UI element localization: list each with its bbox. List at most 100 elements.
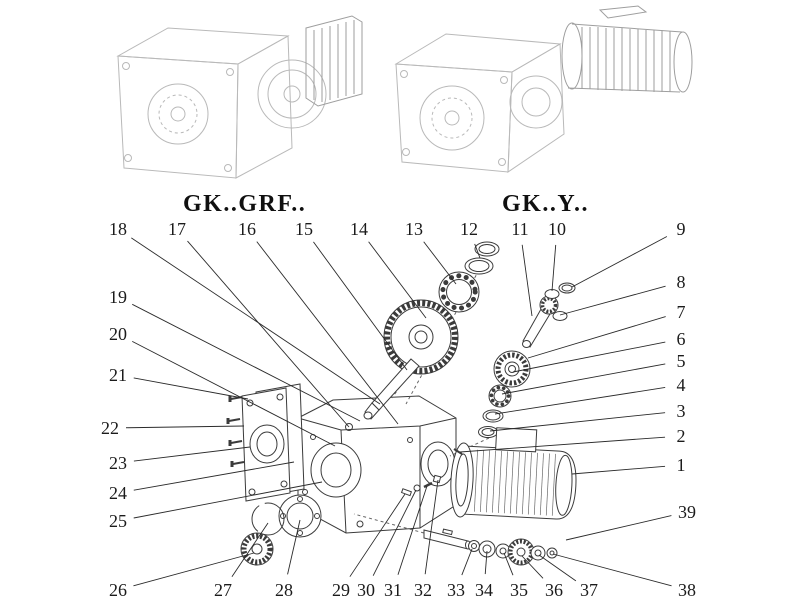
part-number-6: 6 xyxy=(677,329,686,349)
part-number-26: 26 xyxy=(109,580,127,600)
leader-line-13 xyxy=(423,241,457,285)
part-number-28: 28 xyxy=(275,580,293,600)
leader-line-21 xyxy=(133,377,249,400)
bolt-hole-icon xyxy=(400,70,408,78)
fasteners-and-keys xyxy=(400,474,442,497)
part-number-3: 3 xyxy=(677,401,686,421)
leader-line-38 xyxy=(552,553,672,587)
part-number-1: 1 xyxy=(677,455,686,475)
part-number-7: 7 xyxy=(677,302,686,322)
spacer-and-seal xyxy=(478,409,504,438)
leader-line-32 xyxy=(424,479,439,575)
part-number-27: 27 xyxy=(214,580,232,600)
model-title-y: GK..Y.. xyxy=(502,191,589,217)
leader-line-14 xyxy=(368,241,427,319)
leader-line-2 xyxy=(459,436,666,453)
bolt-hole-icon xyxy=(226,68,234,76)
leader-line-20 xyxy=(132,340,336,447)
bolt-hole-icon xyxy=(122,62,130,70)
part-number-13: 13 xyxy=(405,219,423,239)
leader-line-6 xyxy=(512,341,666,373)
part-number-19: 19 xyxy=(109,287,127,307)
leader-line-8 xyxy=(559,285,666,316)
gearbox-drawing-grf xyxy=(116,15,363,179)
exploded-view xyxy=(226,241,577,566)
bolt-hole-icon xyxy=(124,154,132,162)
helical-gear-large xyxy=(383,299,459,375)
kit-bearing xyxy=(478,540,496,558)
mounting-flange-group xyxy=(241,383,305,502)
output-cover xyxy=(278,494,322,538)
motor-sketch xyxy=(561,5,693,93)
part-number-25: 25 xyxy=(109,511,127,531)
part-number-15: 15 xyxy=(295,219,313,239)
part-number-11: 11 xyxy=(511,219,528,239)
bearing-small xyxy=(488,384,512,408)
part-number-37: 37 xyxy=(580,580,598,600)
leader-line-11 xyxy=(521,244,533,317)
part-number-9: 9 xyxy=(677,219,686,239)
terminal-box-sketch xyxy=(598,5,648,19)
bolt-hole-icon xyxy=(402,148,410,156)
part-number-38: 38 xyxy=(678,580,696,600)
seal-rings-top xyxy=(464,241,500,275)
gearbox-drawing-y xyxy=(394,5,693,173)
part-number-17: 17 xyxy=(168,219,186,239)
retaining-ring xyxy=(251,502,285,536)
input-pinion-shaft xyxy=(522,295,559,348)
key-icon xyxy=(400,488,413,497)
part-number-16: 16 xyxy=(238,219,256,239)
leader-line-17 xyxy=(187,240,350,428)
part-number-22: 22 xyxy=(101,418,119,438)
leader-line-23 xyxy=(133,446,251,462)
leader-line-34 xyxy=(484,550,488,575)
part-number-2: 2 xyxy=(677,426,686,446)
input-adapter-sketch xyxy=(305,15,363,107)
leader-line-18 xyxy=(131,237,381,405)
flange-bolts xyxy=(226,396,245,467)
part-number-29: 29 xyxy=(332,580,350,600)
part-number-24: 24 xyxy=(109,483,127,503)
leader-line-1 xyxy=(571,465,666,475)
leader-line-7 xyxy=(527,316,666,359)
part-number-14: 14 xyxy=(350,219,368,239)
part-number-20: 20 xyxy=(109,324,127,344)
motor-terminal-box xyxy=(495,427,538,453)
leader-line-31 xyxy=(397,485,428,575)
leader-line-37 xyxy=(538,554,577,582)
part-number-36: 36 xyxy=(545,580,563,600)
leader-line-5 xyxy=(501,363,666,395)
breather-plug-icon xyxy=(345,423,353,431)
leader-line-9 xyxy=(571,236,668,288)
leader-line-4 xyxy=(494,387,666,415)
motor-bolt-icon xyxy=(453,448,463,455)
part-number-33: 33 xyxy=(447,580,465,600)
leader-line-39 xyxy=(565,515,672,541)
part-number-10: 10 xyxy=(548,219,566,239)
output-shaft-kit xyxy=(423,528,558,566)
drain-plug-icon xyxy=(356,520,364,528)
leader-line-28 xyxy=(287,519,301,575)
bolt-hole-icon xyxy=(224,164,232,172)
part-number-31: 31 xyxy=(384,580,402,600)
leader-line-33 xyxy=(461,548,473,576)
leader-line-24 xyxy=(133,461,295,491)
leader-line-36 xyxy=(521,555,544,579)
part-number-34: 34 xyxy=(475,580,493,600)
flange-plate xyxy=(241,387,291,502)
screw-icon xyxy=(423,481,433,489)
washer-icon xyxy=(413,484,421,492)
gear-shaft xyxy=(363,358,420,420)
part-number-39: 39 xyxy=(678,502,696,522)
motor-fins xyxy=(474,449,556,516)
leader-line-3 xyxy=(489,412,666,432)
part-number-32: 32 xyxy=(414,580,432,600)
leader-line-12 xyxy=(474,243,481,259)
leader-line-26 xyxy=(133,552,255,587)
leader-line-35 xyxy=(503,552,514,576)
leader-line-27 xyxy=(231,522,269,577)
bolt-hole-icon xyxy=(500,76,508,84)
